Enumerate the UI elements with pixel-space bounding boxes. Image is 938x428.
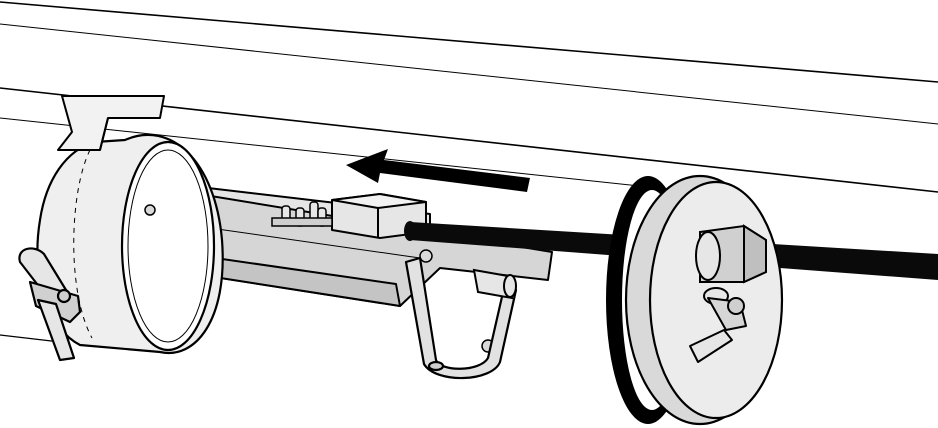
- control-box: [331, 193, 427, 239]
- hub-nut: [695, 224, 767, 284]
- beam-inner-line: [0, 23, 938, 125]
- pulley-latch: [689, 287, 747, 363]
- housing-stud: [472, 268, 517, 300]
- pulley-wheel: [624, 174, 784, 426]
- direction-arrow-icon: [346, 149, 530, 192]
- end-cap-face: [120, 140, 216, 352]
- mounting-clamp: [57, 95, 165, 151]
- left-end-cap: [36, 133, 224, 355]
- latch-handle[interactable]: [18, 247, 82, 362]
- beam-bottom-line: [0, 334, 61, 343]
- terminal-pins: [271, 201, 333, 227]
- beam-top-edge: [0, 1, 938, 83]
- beam-lower-line-2: [0, 117, 641, 187]
